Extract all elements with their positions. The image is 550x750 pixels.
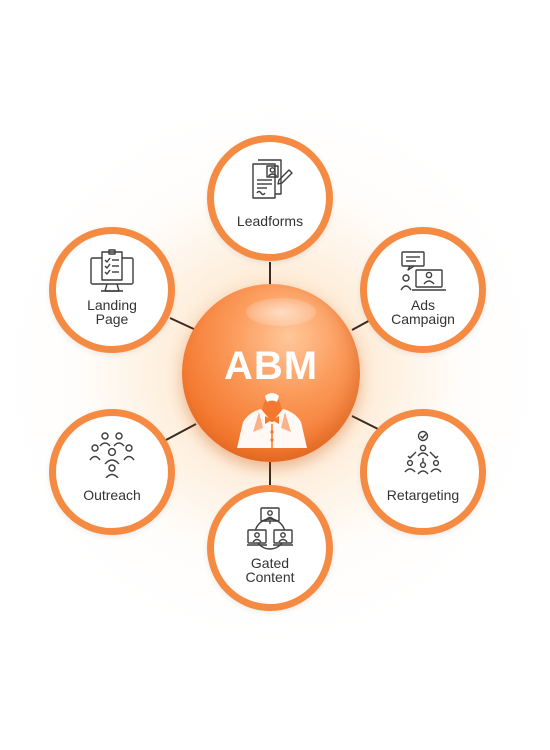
abm-center-circle: ABM <box>182 284 360 462</box>
node-label-line: Content <box>245 569 295 585</box>
ads-campaign-laptop-icon <box>400 251 446 291</box>
node-label-gated-content: Gated Content <box>214 556 326 584</box>
node-ads-campaign[interactable]: Ads Campaign <box>360 227 486 353</box>
node-label-retargeting: Retargeting <box>386 487 460 503</box>
node-leadforms[interactable]: Leadforms <box>207 135 333 261</box>
node-label-ads-campaign: Ads Campaign <box>367 298 479 326</box>
node-landing-page[interactable]: Landing Page <box>49 227 175 353</box>
center-highlight <box>246 298 316 326</box>
node-gated-content[interactable]: Gated Content <box>207 485 333 611</box>
outreach-team-icon <box>89 432 135 478</box>
connector-retargeting <box>351 415 381 431</box>
node-label-line: Gated <box>250 555 290 571</box>
gated-content-video-call-icon <box>247 507 293 550</box>
tuxedo-mascot-icon <box>237 393 307 448</box>
leadform-document-icon <box>252 159 293 199</box>
connector-landing-page <box>169 317 197 331</box>
node-label-leadforms: Leadforms <box>236 213 304 229</box>
node-outreach[interactable]: Outreach <box>49 409 175 535</box>
center-title: ABM <box>223 344 319 388</box>
node-label-line: Campaign <box>391 311 455 327</box>
retargeting-network-icon <box>404 430 442 475</box>
connector-outreach <box>165 423 197 441</box>
landing-page-monitor-icon <box>90 249 134 292</box>
node-label-line: Landing <box>87 297 137 313</box>
node-retargeting[interactable]: Retargeting <box>360 409 486 535</box>
node-label-line: Ads <box>410 297 436 313</box>
node-label-outreach: Outreach <box>83 487 141 503</box>
node-label-landing-page: Landing Page <box>56 298 168 326</box>
node-label-line: Page <box>95 311 129 327</box>
